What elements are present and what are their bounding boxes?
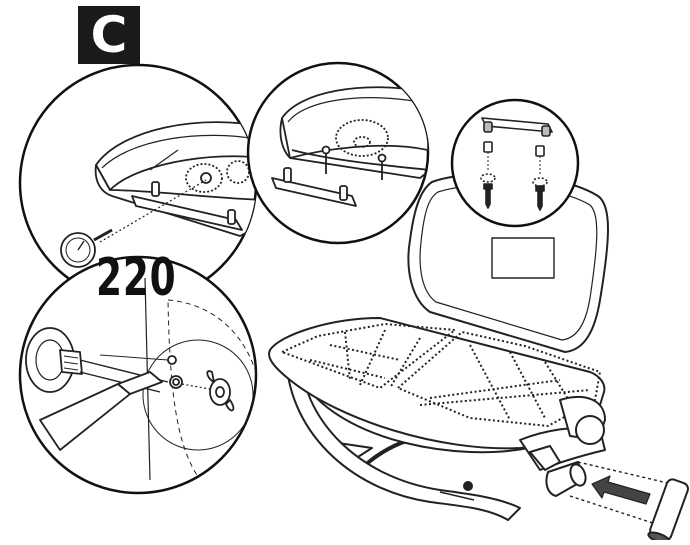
leg-frame-front <box>284 349 521 521</box>
lid-handle <box>131 195 243 231</box>
detail-circle-screws <box>450 98 580 228</box>
insert-arrow <box>591 475 651 505</box>
wing-nut <box>206 370 235 412</box>
model-number-label: 220 <box>96 248 177 308</box>
cooking-grate <box>281 323 601 427</box>
handle-bar <box>271 177 357 207</box>
thermometer <box>60 228 113 268</box>
detail-circle-handle <box>246 61 430 245</box>
gas-cylinder <box>647 478 689 545</box>
detail-circle-knob <box>18 255 258 495</box>
step-letter-badge: C <box>78 6 140 64</box>
cylinder-path <box>569 461 673 527</box>
lid-label-plate <box>491 237 555 279</box>
main-grill <box>268 172 689 545</box>
